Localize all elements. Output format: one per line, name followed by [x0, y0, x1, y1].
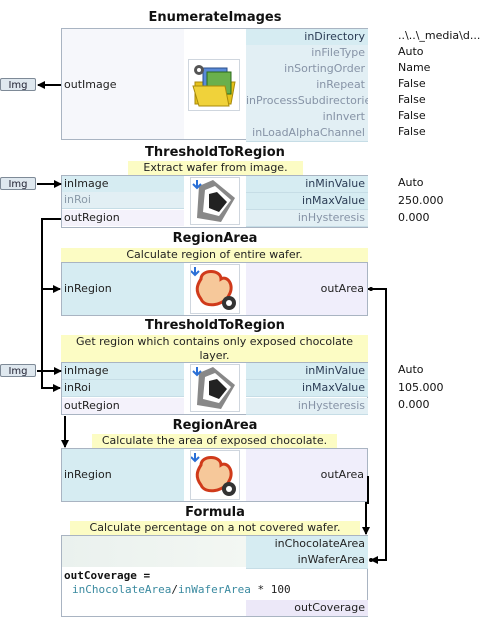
formula-var-chocolate-area: inChocolateArea	[72, 583, 172, 596]
output-out-area-2[interactable]: outArea	[320, 468, 364, 481]
inputs-pane-region-area-1	[62, 263, 184, 315]
inputs-pane-region-area-2	[62, 449, 184, 501]
block-enumerate-images[interactable]: outImage inDirectory inFileType inSortin…	[61, 28, 368, 142]
output-out-region-2[interactable]: outRegion	[62, 398, 184, 414]
block-formula[interactable]: inChocolateArea inWaferArea outCoverage …	[61, 535, 368, 617]
threshold-icon-1	[190, 177, 240, 225]
prop-in-hysteresis-2[interactable]: inHysteresis	[246, 398, 368, 415]
block-comment-threshold-1: Extract wafer from image.	[128, 161, 303, 175]
value-in-process-subdirectories[interactable]: False	[398, 93, 426, 106]
formula-header-pane	[62, 536, 246, 567]
block-title-region-area-2: RegionArea	[172, 418, 258, 433]
value-in-load-alpha-channel[interactable]: False	[398, 125, 426, 138]
value-in-repeat[interactable]: False	[398, 77, 426, 90]
img-badge-out[interactable]: Img	[0, 78, 36, 91]
prop-in-max-value-2[interactable]: inMaxValue	[246, 380, 368, 397]
prop-in-max-value-1[interactable]: inMaxValue	[246, 193, 368, 210]
value-in-hysteresis-2[interactable]: 0.000	[398, 398, 430, 411]
value-in-max-value-2[interactable]: 105.000	[398, 381, 444, 394]
output-out-image[interactable]: outImage	[64, 78, 117, 91]
region-area-icon-2	[190, 450, 240, 500]
value-in-directory[interactable]: ..\..\_media\d...	[398, 29, 481, 42]
connector-out-area-1	[368, 288, 387, 564]
prop-in-process-subdirectories[interactable]: inProcessSubdirectories	[246, 93, 368, 110]
value-in-sorting-order[interactable]: Name	[398, 61, 431, 74]
block-comment-threshold-2: Get region which contains only exposed c…	[61, 335, 368, 363]
output-out-area-1[interactable]: outArea	[320, 282, 364, 295]
block-region-area-1[interactable]: inRegion outArea	[61, 262, 368, 316]
region-area-icon-1	[190, 264, 240, 314]
value-in-invert[interactable]: False	[398, 109, 426, 122]
output-out-region-1[interactable]: outRegion	[62, 210, 184, 226]
block-title-region-area-1: RegionArea	[172, 231, 258, 246]
output-out-coverage[interactable]: outCoverage	[246, 600, 368, 616]
block-threshold-2[interactable]: inImage inRoi outRegion inMinValue inMax…	[61, 362, 368, 415]
prop-in-invert[interactable]: inInvert	[246, 109, 368, 126]
img-badge-in-1[interactable]: Img	[0, 177, 36, 190]
threshold-icon-2	[190, 364, 240, 412]
outputs-pane-region-area-2	[246, 449, 367, 501]
comment-line-1: Get region which contains only exposed c…	[76, 335, 353, 348]
enumerate-images-icon	[188, 59, 240, 111]
port-dot-in-wafer-area	[369, 558, 373, 562]
input-in-region-2[interactable]: inRegion	[64, 468, 112, 481]
formula-lhs[interactable]: outCoverage =	[64, 569, 151, 582]
block-comment-region-area-2: Calculate the area of exposed chocolate.	[92, 434, 337, 448]
connector-out-region-1	[41, 218, 61, 293]
block-title-threshold-1: ThresholdToRegion	[145, 145, 285, 160]
value-in-hysteresis-1[interactable]: 0.000	[398, 211, 430, 224]
prop-in-load-alpha-channel[interactable]: inLoadAlphaChannel	[246, 125, 368, 142]
prop-in-min-value-2[interactable]: inMinValue	[246, 363, 368, 380]
img-badge-in-2[interactable]: Img	[0, 364, 36, 377]
prop-in-min-value-1[interactable]: inMinValue	[246, 176, 368, 193]
input-in-image-1[interactable]: inImage	[62, 176, 184, 193]
input-in-region-1[interactable]: inRegion	[64, 282, 112, 295]
value-in-max-value-1[interactable]: 250.000	[398, 194, 444, 207]
prop-in-directory[interactable]: inDirectory	[246, 29, 368, 46]
block-threshold-1[interactable]: inImage inRoi outRegion inMinValue inMax…	[61, 175, 368, 228]
block-region-area-2[interactable]: inRegion outArea	[61, 448, 368, 502]
formula-operator: /	[171, 583, 178, 596]
block-title-formula: Formula	[185, 505, 245, 520]
prop-in-file-type[interactable]: inFileType	[246, 45, 368, 62]
input-in-wafer-area[interactable]: inWaferArea	[246, 552, 368, 569]
input-in-image-2[interactable]: inImage	[62, 363, 184, 380]
input-in-chocolate-area[interactable]: inChocolateArea	[246, 536, 368, 553]
block-comment-formula: Calculate percentage on a not covered wa…	[70, 521, 360, 535]
block-comment-region-area-1: Calculate region of entire wafer.	[61, 248, 368, 262]
block-inputs-pane	[62, 29, 184, 139]
value-in-file-type[interactable]: Auto	[398, 45, 424, 58]
formula-expression[interactable]: inChocolateArea/inWaferArea * 100	[72, 583, 291, 597]
value-in-min-value-2[interactable]: Auto	[398, 363, 424, 376]
outputs-pane-region-area-1	[246, 263, 367, 315]
prop-in-hysteresis-1[interactable]: inHysteresis	[246, 210, 368, 227]
formula-var-wafer-area: inWaferArea	[177, 583, 251, 596]
connector-out-region-1-roi	[41, 289, 61, 392]
prop-in-sorting-order[interactable]: inSortingOrder	[246, 61, 368, 78]
input-in-roi-1[interactable]: inRoi	[62, 192, 184, 209]
input-in-roi-2[interactable]: inRoi	[62, 380, 184, 397]
prop-in-repeat[interactable]: inRepeat	[246, 77, 368, 94]
formula-rest: * 100	[250, 583, 291, 596]
value-in-min-value-1[interactable]: Auto	[398, 176, 424, 189]
block-title-enumerate-images: EnumerateImages	[148, 10, 282, 25]
comment-line-2: layer.	[199, 349, 230, 362]
port-dot-out-area-1	[369, 287, 373, 291]
block-title-threshold-2: ThresholdToRegion	[145, 318, 285, 333]
